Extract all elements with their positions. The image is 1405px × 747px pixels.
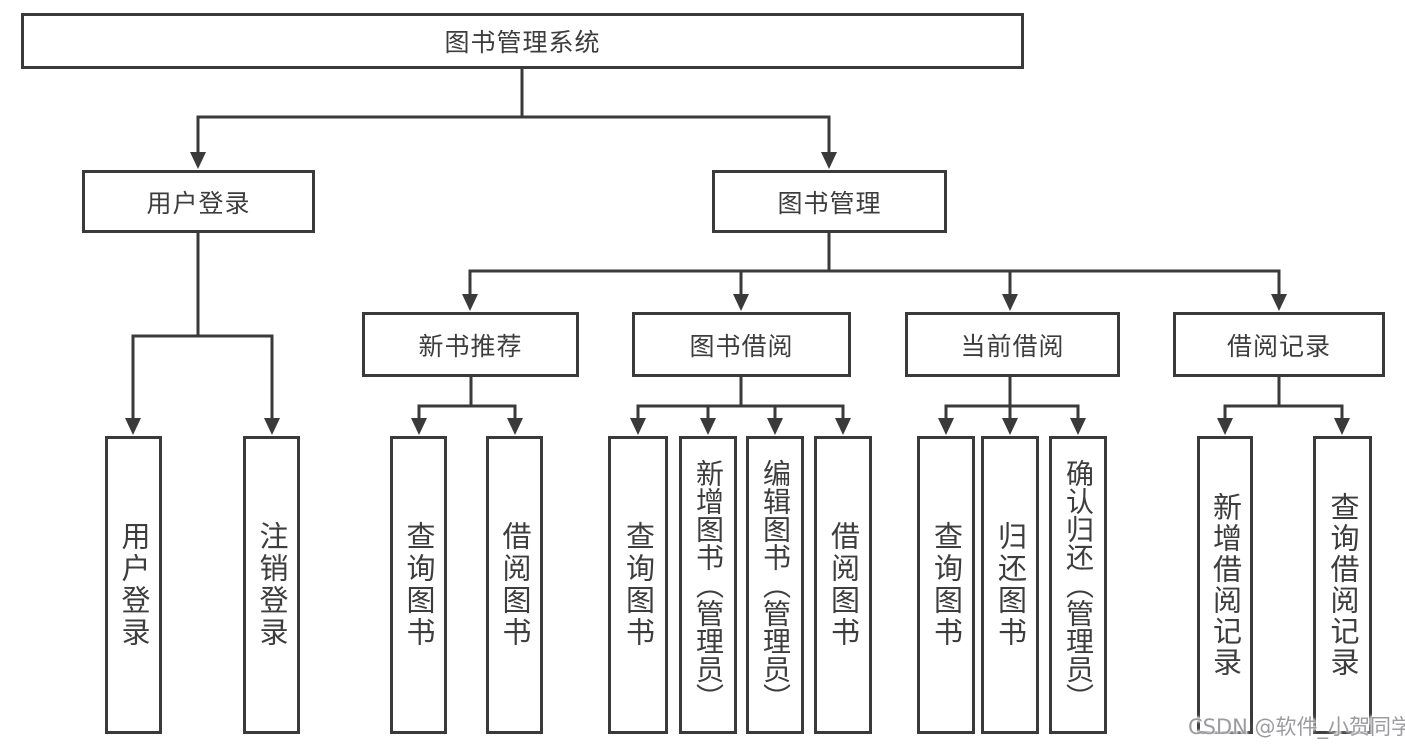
leaf-return-books: 归还图书 [981, 436, 1039, 734]
leaf-edit-books-admin: 编辑图书（管理员） [746, 436, 804, 734]
node-current-borrowing: 当前借阅 [905, 312, 1120, 377]
node-book-borrowing: 图书借阅 [632, 312, 851, 377]
leaf-query-books-recommend: 查询图书 [390, 436, 447, 734]
leaf-query-borrow-record: 查询借阅记录 [1313, 436, 1372, 734]
node-user-login: 用户登录 [82, 170, 315, 233]
leaf-query-books-current: 查询图书 [917, 436, 975, 734]
node-borrowing-records: 借阅记录 [1173, 312, 1385, 377]
leaf-add-borrow-record: 新增借阅记录 [1197, 436, 1253, 734]
leaf-add-books-admin: 新增图书（管理员） [679, 436, 737, 734]
leaf-query-books-borrowing: 查询图书 [608, 436, 668, 734]
node-library-system: 图书管理系统 [21, 13, 1024, 69]
node-book-management: 图书管理 [712, 170, 947, 233]
node-new-book-recommendation: 新书推荐 [362, 312, 579, 377]
leaf-logout: 注销登录 [243, 436, 300, 734]
leaf-borrow-books-recommend: 借阅图书 [486, 436, 543, 734]
watermark: CSDN @软件_小贺同学 [1188, 715, 1405, 739]
leaf-confirm-return-admin: 确认归还（管理员） [1049, 436, 1107, 734]
leaf-borrow-books-borrowing: 借阅图书 [814, 436, 872, 734]
leaf-user-login: 用户登录 [105, 436, 162, 734]
